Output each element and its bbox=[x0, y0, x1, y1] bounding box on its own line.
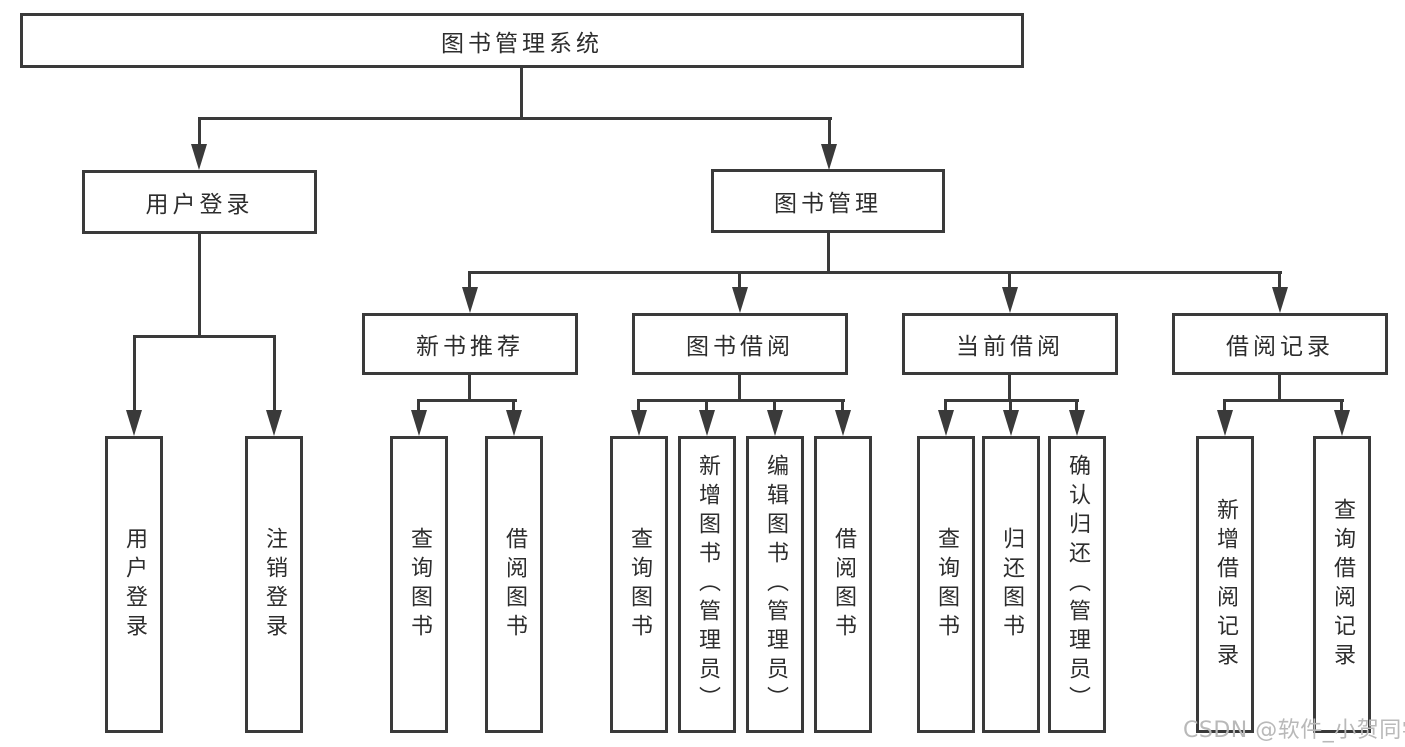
connector-arrowhead bbox=[411, 410, 427, 436]
connector-line bbox=[1223, 399, 1344, 402]
node-br-add-record: 新增借阅记录 bbox=[1196, 436, 1254, 733]
connector-line bbox=[198, 117, 832, 120]
connector-arrowhead bbox=[631, 410, 647, 436]
connector-line bbox=[198, 117, 201, 146]
node-cb-confirm-return-admin: 确认归还（管理员） bbox=[1048, 436, 1106, 733]
connector-arrowhead bbox=[1002, 287, 1018, 313]
node-book-borrowing: 图书借阅 bbox=[632, 313, 848, 375]
csdn-watermark: CSDN @软件_小贺同学 bbox=[1183, 718, 1405, 743]
connector-arrowhead bbox=[699, 410, 715, 436]
connector-line bbox=[705, 399, 708, 412]
connector-line bbox=[827, 233, 830, 274]
connector-line bbox=[1340, 399, 1343, 412]
connector-line bbox=[841, 399, 844, 412]
connector-line bbox=[1278, 271, 1281, 289]
connector-arrowhead bbox=[767, 410, 783, 436]
connector-line bbox=[468, 271, 1282, 274]
connector-arrowhead bbox=[835, 410, 851, 436]
connector-arrowhead bbox=[1069, 410, 1085, 436]
connector-line bbox=[133, 335, 136, 412]
node-user-login: 用户登录 bbox=[105, 436, 163, 733]
connector-line bbox=[1075, 399, 1078, 412]
node-borrowing-records: 借阅记录 bbox=[1172, 313, 1388, 375]
node-bb-edit-books-admin: 编辑图书（管理员） bbox=[746, 436, 804, 733]
connector-line bbox=[468, 271, 471, 289]
connector-line bbox=[273, 335, 276, 412]
connector-line bbox=[1009, 399, 1012, 412]
connector-line bbox=[417, 399, 517, 402]
connector-arrowhead bbox=[1003, 410, 1019, 436]
connector-line bbox=[828, 117, 831, 146]
connector-line bbox=[637, 399, 845, 402]
node-book-management-branch: 图书管理 bbox=[711, 169, 945, 233]
connector-line bbox=[468, 375, 471, 402]
node-nbr-borrow-books: 借阅图书 bbox=[485, 436, 543, 733]
node-new-book-recommendation: 新书推荐 bbox=[362, 313, 578, 375]
node-user-login-branch: 用户登录 bbox=[82, 170, 317, 234]
connector-line bbox=[637, 399, 640, 412]
connector-line bbox=[198, 234, 201, 338]
connector-line bbox=[1278, 375, 1281, 402]
connector-line bbox=[1008, 375, 1011, 402]
connector-line bbox=[512, 399, 515, 412]
node-bb-add-books-admin: 新增图书（管理员） bbox=[678, 436, 736, 733]
node-bb-borrow-books: 借阅图书 bbox=[814, 436, 872, 733]
connector-arrowhead bbox=[938, 410, 954, 436]
connector-line bbox=[1008, 271, 1011, 289]
node-br-query-record: 查询借阅记录 bbox=[1313, 436, 1371, 733]
connector-arrowhead bbox=[462, 287, 478, 313]
connector-arrowhead bbox=[1217, 410, 1233, 436]
connector-arrowhead bbox=[732, 287, 748, 313]
node-logout: 注销登录 bbox=[245, 436, 303, 733]
connector-arrowhead bbox=[266, 410, 282, 436]
connector-arrowhead bbox=[821, 144, 837, 170]
connector-arrowhead bbox=[1334, 410, 1350, 436]
connector-arrowhead bbox=[506, 410, 522, 436]
connector-line bbox=[520, 68, 523, 120]
node-library-management-system: 图书管理系统 bbox=[20, 13, 1024, 68]
connector-line bbox=[417, 399, 420, 412]
node-current-borrowing: 当前借阅 bbox=[902, 313, 1118, 375]
node-cb-return-books: 归还图书 bbox=[982, 436, 1040, 733]
connector-arrowhead bbox=[126, 410, 142, 436]
connector-line bbox=[1223, 399, 1226, 412]
node-nbr-query-books: 查询图书 bbox=[390, 436, 448, 733]
connector-arrowhead bbox=[191, 144, 207, 170]
node-bb-query-books: 查询图书 bbox=[610, 436, 668, 733]
connector-line bbox=[738, 375, 741, 402]
connector-line bbox=[133, 335, 276, 338]
connector-arrowhead bbox=[1272, 287, 1288, 313]
connector-line bbox=[944, 399, 947, 412]
node-cb-query-books: 查询图书 bbox=[917, 436, 975, 733]
connector-line bbox=[738, 271, 741, 289]
connector-line bbox=[773, 399, 776, 412]
